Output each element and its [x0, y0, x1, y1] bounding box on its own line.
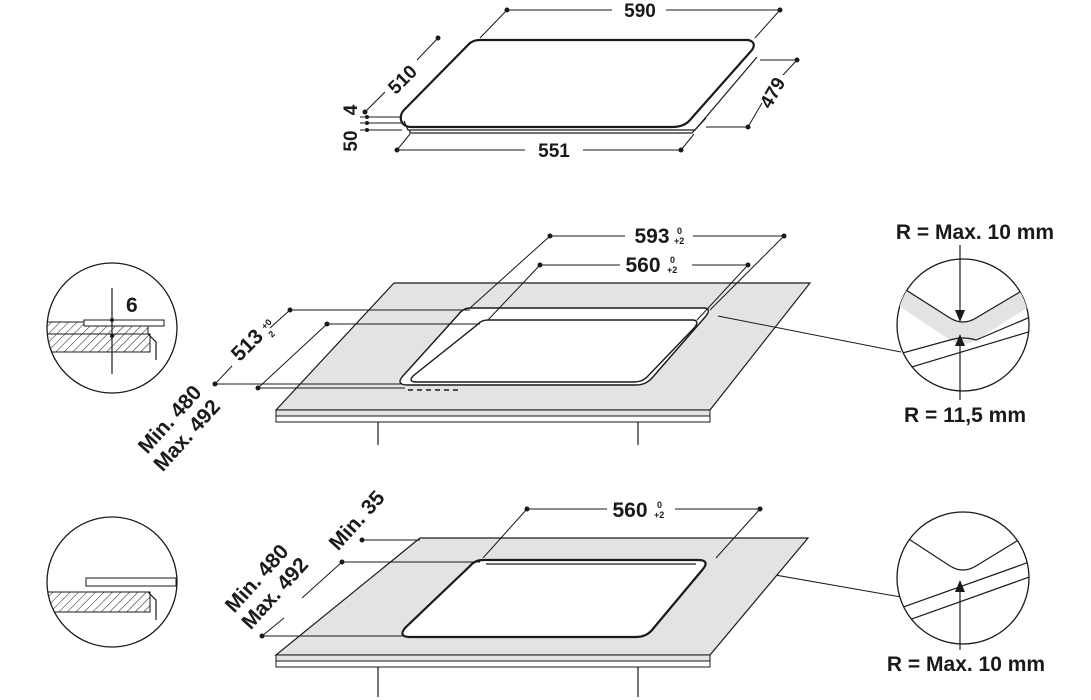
dim-width-top: 590	[479, 1, 783, 39]
dim-cutout-outer-width-tol-top: 0	[677, 226, 682, 236]
dim-std-cutout-width: 560	[612, 499, 647, 522]
detail-recess-section: 6	[46, 262, 178, 394]
detail-corner-radius-standard: R = Max. 10 mm	[887, 511, 1045, 676]
dim-glass-thickness-label: 4	[341, 104, 362, 115]
standard-cutout	[401, 558, 707, 639]
dim-recess-depth: 6	[126, 294, 138, 317]
dim-std-cutout-width-tol-top: 0	[657, 500, 662, 510]
detail-surface-section	[46, 516, 178, 648]
detail-corner-radius-flush: R = Max. 10 mm R = 11,5 mm	[896, 221, 1054, 427]
dim-cutout-inner-width-tol-bottom: +2	[667, 265, 677, 275]
hob-body	[409, 117, 707, 134]
dim-depth-bottom-label: 479	[756, 74, 790, 112]
dim-corner-radius-inner: R = 11,5 mm	[904, 404, 1026, 427]
dim-cutout-outer-depth-tol-top: +0	[259, 317, 273, 331]
dim-width-bottom-label: 551	[538, 141, 570, 162]
flush-mount-worktop	[274, 282, 812, 445]
dim-depth-bottom: 479	[706, 57, 800, 130]
dim-cutout-outer-depth-tol-bottom: 2	[266, 329, 277, 340]
dim-cutout-outer-width: 593	[634, 225, 669, 248]
dim-heights: 4 50	[341, 104, 402, 152]
dim-corner-radius-outer: R = Max. 10 mm	[896, 221, 1054, 244]
dim-cutout-outer-depth: 513	[227, 325, 268, 366]
dim-std-cutout-width-tol-bottom: +2	[654, 510, 664, 520]
dim-cutout-inner-width: 560	[625, 254, 660, 277]
dim-width-top-label: 590	[624, 1, 656, 22]
hob-glass-plate	[399, 38, 758, 131]
dim-depth-top: 510	[362, 35, 441, 115]
dim-depth-top-label: 510	[384, 61, 421, 98]
dim-width-bottom: 551	[394, 133, 695, 162]
hob-top-view: 590 510 4 50 551	[341, 1, 800, 162]
dim-cutout-outer-width-tol-bottom: +2	[674, 236, 684, 246]
dim-cutout-inner-width-tol-top: 0	[670, 255, 675, 265]
dim-std-corner-radius: R = Max. 10 mm	[887, 653, 1045, 676]
flush-cutout-inner	[410, 319, 698, 383]
dim-body-height-label: 50	[341, 130, 362, 151]
dim-front-distance: Min. 35	[325, 486, 390, 555]
standard-mount-worktop	[274, 537, 810, 697]
